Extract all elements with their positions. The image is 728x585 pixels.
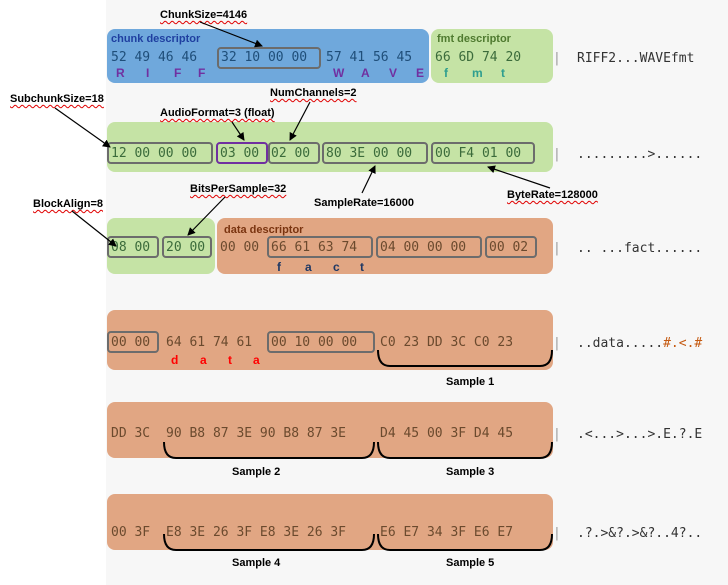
data-id-hex: 64 61 74 61 bbox=[166, 335, 253, 350]
data-letter: d bbox=[171, 353, 179, 367]
subchunk-size-frame bbox=[107, 142, 213, 164]
fmt-letter: m bbox=[472, 66, 483, 80]
sample1-hex: C0 23 DD 3C C0 23 bbox=[380, 335, 514, 350]
padding-hex-row4: 00 00 bbox=[111, 335, 151, 350]
fact-id-frame bbox=[267, 236, 373, 258]
subchunk-size-hex: 12 00 00 00 bbox=[111, 146, 198, 161]
chunk-size-hex: 32 10 00 00 bbox=[221, 50, 308, 65]
padding-hex: 00 00 bbox=[220, 240, 260, 255]
data-letter: a bbox=[200, 353, 207, 367]
fmt-letter: f bbox=[444, 66, 448, 80]
row3-ascii: .. ...fact...... bbox=[577, 241, 703, 256]
subchunk-size-arrow bbox=[54, 107, 111, 148]
data-descriptor-label: data descriptor bbox=[224, 224, 304, 236]
sample3-tail-hex: 00 3F bbox=[111, 525, 151, 540]
bits-per-sample-frame bbox=[162, 236, 212, 258]
chunk-descriptor-label: chunk descriptor bbox=[111, 33, 201, 45]
sample2-hex: 90 B8 87 3E 90 B8 87 3E bbox=[166, 426, 347, 441]
block-align-frame bbox=[107, 236, 159, 258]
sample4-hex: E8 3E 26 3F E8 3E 26 3F bbox=[166, 525, 347, 540]
byte-rate-hex: 00 F4 01 00 bbox=[435, 146, 522, 161]
data-letter: a bbox=[253, 353, 260, 367]
riff-letter: R bbox=[116, 66, 125, 80]
row6-ascii: .?.>&?.>&?..4?.. bbox=[577, 526, 703, 541]
bits-per-sample-annotation: BitsPerSample=32 bbox=[190, 183, 287, 195]
num-channels-frame bbox=[268, 142, 320, 164]
byte-rate-frame bbox=[431, 142, 535, 164]
sample3-label: Sample 3 bbox=[446, 466, 495, 478]
byte-rate-annotation: ByteRate=128000 bbox=[507, 189, 598, 201]
sample3-hex: D4 45 00 3F D4 45 bbox=[380, 426, 514, 441]
riff-letter: F bbox=[198, 66, 206, 80]
sample5-label: Sample 5 bbox=[446, 557, 495, 569]
sample5-hex: E6 E7 34 3F E6 E7 bbox=[380, 525, 514, 540]
wave-letter: V bbox=[389, 66, 398, 80]
fmt-letter: t bbox=[501, 66, 505, 80]
sample1-label: Sample 1 bbox=[446, 376, 495, 388]
chunk-id-hex: 52 49 46 46 bbox=[111, 50, 198, 65]
sample-rate-annotation: SampleRate=16000 bbox=[314, 197, 414, 209]
row5-separator: | bbox=[553, 427, 561, 442]
audio-format-frame bbox=[216, 142, 268, 164]
row4-ascii-highlight: #.<.# bbox=[663, 336, 703, 351]
fact-value-frame bbox=[485, 236, 537, 258]
fact-size-hex: 04 00 00 00 bbox=[380, 240, 467, 255]
row6-separator: | bbox=[553, 526, 561, 541]
fact-letter: a bbox=[305, 260, 312, 274]
row1-separator: | bbox=[553, 51, 561, 66]
wave-letter: A bbox=[361, 66, 370, 80]
sample2-label: Sample 2 bbox=[232, 466, 281, 478]
row1-ascii: RIFF2...WAVEfmt bbox=[577, 51, 695, 66]
sample4-label: Sample 4 bbox=[232, 557, 281, 569]
sample1-tail-hex: DD 3C bbox=[111, 426, 151, 441]
fact-letter: f bbox=[277, 260, 281, 274]
num-channels-annotation: NumChannels=2 bbox=[270, 87, 357, 99]
chunk-size-annotation: ChunkSize=4146 bbox=[160, 9, 248, 21]
riff-letter: I bbox=[146, 66, 150, 80]
row2-ascii: .........>...... bbox=[577, 147, 703, 162]
fact-size-frame bbox=[376, 236, 482, 258]
format-hex: 57 41 56 45 bbox=[326, 50, 413, 65]
sample-rate-frame bbox=[322, 142, 428, 164]
fact-id-hex: 66 61 63 74 bbox=[271, 240, 358, 255]
row4-ascii-plain: ..data..... bbox=[577, 336, 664, 351]
data-size-frame bbox=[267, 331, 375, 353]
row2-separator: | bbox=[553, 147, 561, 162]
wave-letter: W bbox=[333, 66, 345, 80]
row5-ascii: .<...>...>.E.?.E bbox=[577, 427, 703, 442]
fact-value-hex: 00 02 bbox=[489, 240, 529, 255]
data-size-hex: 00 10 00 00 bbox=[271, 335, 358, 350]
row4-ascii: ..data.....#.<.# bbox=[577, 336, 702, 352]
chunk-size-frame bbox=[217, 47, 321, 69]
audio-format-hex: 03 00 bbox=[220, 146, 260, 161]
data-letter: t bbox=[228, 353, 232, 367]
num-channels-hex: 02 00 bbox=[271, 146, 311, 161]
subchunk-size-annotation: SubchunkSize=18 bbox=[10, 93, 104, 105]
block-align-annotation: BlockAlign=8 bbox=[33, 198, 103, 210]
fact-letter: t bbox=[360, 260, 364, 274]
diagram-background bbox=[106, 0, 728, 585]
riff-letter: F bbox=[174, 66, 182, 80]
chunk-descriptor-box bbox=[107, 29, 429, 83]
fact-letter: c bbox=[333, 260, 340, 274]
audio-format-annotation: AudioFormat=3 (float) bbox=[160, 107, 275, 119]
fmt-id-hex: 66 6D 74 20 bbox=[435, 50, 522, 65]
bits-per-sample-hex: 20 00 bbox=[166, 240, 206, 255]
data-descriptor-box bbox=[217, 218, 553, 274]
padding-frame-row4 bbox=[107, 331, 159, 353]
wave-letter: E bbox=[416, 66, 425, 80]
row4-separator: | bbox=[553, 336, 561, 351]
fmt-descriptor-label: fmt descriptor bbox=[437, 33, 511, 45]
fmt-descriptor-box-top bbox=[431, 29, 553, 83]
sample-rate-hex: 80 3E 00 00 bbox=[326, 146, 413, 161]
row3-separator: | bbox=[553, 241, 561, 256]
data-box-row6 bbox=[107, 494, 553, 550]
